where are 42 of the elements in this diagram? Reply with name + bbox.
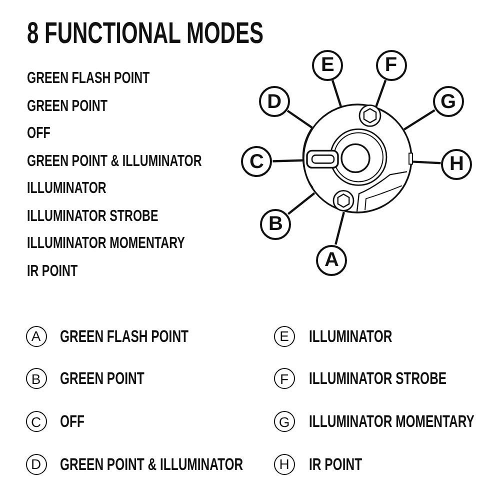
circled-letter: H bbox=[274, 454, 295, 474]
mode-list-item: ILLUMINATOR STROBE bbox=[27, 208, 158, 225]
leader-line bbox=[332, 80, 342, 107]
mode-name: GREEN POINT & ILLUMINATOR bbox=[60, 456, 244, 472]
leader-line bbox=[334, 212, 345, 245]
mode-list-item: OFF bbox=[27, 126, 50, 142]
circled-letter: G bbox=[274, 411, 295, 432]
circled-letter: A bbox=[316, 244, 348, 276]
mode-list-item: GREEN FLASH POINT bbox=[27, 71, 150, 87]
leader-line bbox=[412, 160, 441, 164]
circled-letter: B bbox=[26, 368, 46, 389]
leader-line bbox=[286, 110, 313, 129]
mode-list-item: ILLUMINATOR MOMENTARY bbox=[27, 236, 185, 252]
circled-letter: D bbox=[258, 86, 290, 118]
circled-letter: F bbox=[376, 50, 406, 80]
title: 8 FUNCTIONAL MODES bbox=[27, 19, 264, 49]
circled-letter: D bbox=[26, 454, 46, 474]
mode-list-item: GREEN POINT bbox=[27, 98, 108, 115]
mode-name: GREEN FLASH POINT bbox=[60, 328, 189, 344]
mode-name: ILLUMINATOR bbox=[308, 328, 392, 344]
leader-line bbox=[288, 192, 316, 215]
leader-line bbox=[374, 80, 387, 108]
circled-letter: H bbox=[441, 148, 472, 180]
circled-letter: A bbox=[26, 326, 46, 346]
mode-list-item: GREEN POINT & ILLUMINATOR bbox=[27, 154, 202, 170]
leader-line bbox=[272, 159, 303, 162]
mode-list-item: ILLUMINATOR bbox=[27, 181, 106, 198]
leader-line bbox=[403, 109, 436, 130]
mode-list-item: IR POINT bbox=[27, 264, 78, 280]
circled-letter: B bbox=[260, 208, 292, 240]
circled-letter: E bbox=[274, 326, 295, 346]
mode-name: OFF bbox=[60, 413, 84, 430]
circled-letter: G bbox=[432, 86, 464, 118]
mode-name: ILLUMINATOR MOMENTARY bbox=[308, 413, 474, 430]
mode-name: ILLUMINATOR STROBE bbox=[308, 370, 447, 387]
circled-letter: C bbox=[241, 146, 272, 178]
circled-letter: C bbox=[26, 411, 46, 432]
mode-name: IR POINT bbox=[308, 456, 362, 472]
dial-illustration bbox=[301, 102, 414, 216]
circled-letter: F bbox=[274, 368, 295, 389]
circled-letter: E bbox=[312, 50, 344, 80]
mode-name: GREEN POINT bbox=[60, 370, 144, 387]
